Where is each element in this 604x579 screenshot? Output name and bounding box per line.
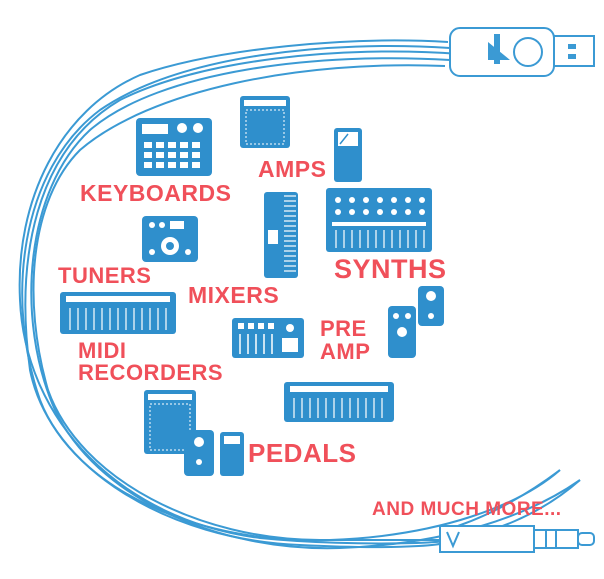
label-pedals: PEDALS [248, 438, 357, 468]
pedal-icon [184, 430, 244, 476]
mixer-icon [142, 216, 198, 262]
tuner-icon [334, 128, 362, 182]
label-recorders: RECORDERS [78, 360, 224, 385]
pedal-icon [388, 286, 444, 358]
label-pre: PRE [320, 316, 367, 341]
audio-jack-icon [439, 525, 595, 553]
label-synths: SYNTHS [334, 254, 447, 284]
usb-plug-icon [449, 27, 595, 77]
amp-icon [240, 96, 290, 148]
label-keyboards: KEYBOARDS [80, 180, 232, 206]
mixer-icon [232, 318, 304, 358]
drum-machine-icon [136, 118, 212, 176]
keyboard-icon [60, 292, 176, 334]
cable-loops [18, 39, 581, 550]
amp-icon [144, 390, 196, 454]
synth-icon [326, 188, 432, 252]
label-amps: AMPS [258, 156, 327, 182]
label-mixers: MIXERS [188, 282, 280, 308]
keyboard-icon [264, 192, 298, 278]
label-midi: MIDI [78, 338, 127, 363]
label-tuners: TUNERS [58, 263, 152, 288]
label-amp: AMP [320, 339, 371, 364]
keyboard-icon [284, 382, 394, 422]
label-and-much-more: AND MUCH MORE... [372, 499, 562, 520]
